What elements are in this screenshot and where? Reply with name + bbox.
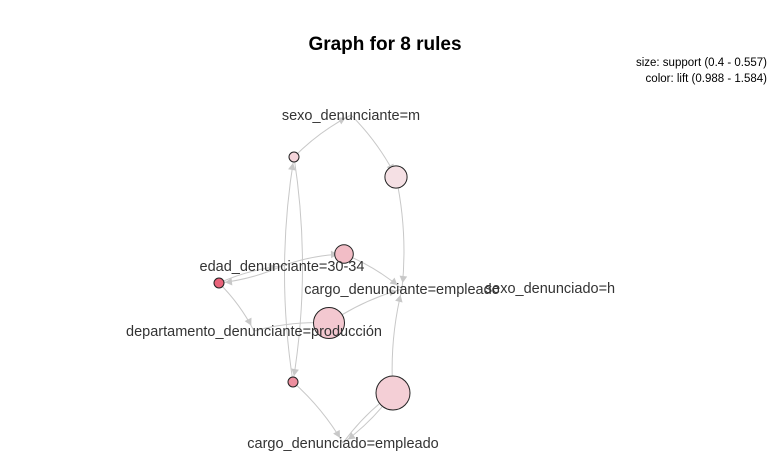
edge xyxy=(218,265,283,284)
item-labels: sexo_denunciante=m edad_denunciante=30-34… xyxy=(126,108,615,452)
item-label: edad_denunciante=30-34 xyxy=(200,259,365,275)
edge xyxy=(284,156,295,383)
edge-arrowhead xyxy=(389,277,398,286)
edge xyxy=(292,156,303,383)
edge-arrowhead xyxy=(291,368,299,377)
edge xyxy=(218,265,283,284)
edge xyxy=(395,176,405,290)
legend-size: size: support (0.4 - 0.557) xyxy=(636,57,767,69)
edges xyxy=(218,114,408,444)
rule-node xyxy=(334,244,354,264)
rule-node xyxy=(313,307,345,339)
edge-arrowhead xyxy=(224,277,233,286)
edge-arrowhead xyxy=(288,162,296,171)
edge-arrowhead xyxy=(395,294,403,303)
item-label: departamento_denunciante=producción xyxy=(126,324,382,340)
rule-node xyxy=(287,376,299,388)
item-label: cargo_denunciado=empleado xyxy=(247,436,438,452)
rule-nodes xyxy=(213,151,411,411)
edge-arrowhead xyxy=(337,117,346,125)
edge-arrowhead xyxy=(244,317,252,326)
edge-arrowhead xyxy=(333,429,340,438)
item-label: cargo_denunciante=empleado xyxy=(304,282,500,298)
graph-title: Graph for 8 rules xyxy=(308,34,461,55)
edge-arrowhead xyxy=(347,432,356,440)
rule-node xyxy=(288,151,300,163)
rule-node xyxy=(375,375,411,411)
rule-node xyxy=(213,277,225,289)
item-label: sexo_denunciado=h xyxy=(485,281,615,297)
item-label: sexo_denunciante=m xyxy=(282,108,420,124)
edge-arrowhead xyxy=(399,275,408,284)
edge-arrowhead xyxy=(388,288,397,297)
edge-arrowhead xyxy=(268,263,277,272)
legend-color: color: lift (0.988 - 1.584) xyxy=(646,73,768,85)
rule-node xyxy=(384,165,408,189)
